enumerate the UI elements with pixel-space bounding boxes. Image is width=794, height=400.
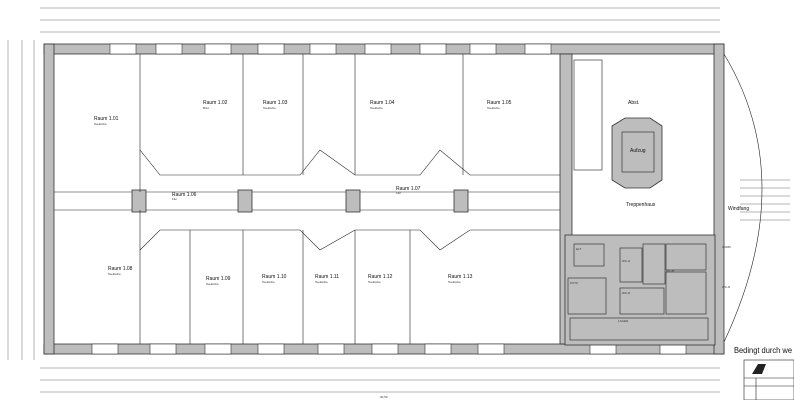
room-use: Teeküche — [315, 280, 328, 284]
window — [317, 343, 345, 355]
room-label: ELT — [576, 247, 581, 251]
window — [477, 343, 505, 355]
room-use: Teeküche — [448, 280, 461, 284]
corridor-label: Raum 1.07 — [396, 186, 421, 192]
room-label: Raum 1.04 — [370, 100, 395, 106]
room-label: WC-D — [722, 285, 731, 289]
window — [204, 43, 232, 55]
room-use: Teeküche — [487, 106, 500, 110]
room-use: Teeküche — [368, 280, 381, 284]
dimension-lines-bottom — [40, 367, 720, 393]
window — [371, 343, 399, 355]
room-label: LAGER — [618, 319, 629, 323]
room-label: Raum 1.13 — [448, 274, 473, 280]
window — [364, 43, 392, 55]
dimension-lines-left — [7, 40, 35, 360]
shaft-label: Abst. — [628, 100, 639, 106]
room-label: Raum 1.02 — [203, 100, 228, 106]
window — [91, 343, 119, 355]
logo — [752, 364, 766, 374]
vestibule-label: Windfang — [728, 206, 749, 212]
room-label: Raum 1.12 — [368, 274, 393, 280]
corridor — [54, 149, 560, 251]
stair-label: Treppenhaus — [626, 202, 656, 208]
room-label: Raum 1.05 — [487, 100, 512, 106]
room-label: WC-H — [622, 259, 630, 263]
room-label: VORR. — [722, 245, 732, 249]
window — [257, 343, 285, 355]
window — [419, 43, 447, 55]
room-use: Flur — [396, 191, 401, 195]
room-label: WC-B — [666, 269, 674, 273]
room-use: Büro — [203, 106, 210, 110]
window — [659, 343, 687, 355]
room-use: Teeküche — [94, 122, 107, 126]
room-use: Teeküche — [206, 282, 219, 286]
window — [155, 43, 183, 55]
window — [257, 43, 285, 55]
window — [524, 43, 552, 55]
room-label: Raum 1.11 — [315, 274, 339, 280]
elevator-label: Aufzug — [630, 148, 646, 154]
title-block — [743, 359, 794, 400]
note-text: Bedingt durch we — [734, 346, 793, 355]
stairs — [740, 179, 790, 221]
room-use: Teeküche — [370, 106, 383, 110]
window — [589, 343, 617, 355]
window — [309, 43, 337, 55]
partitions — [139, 54, 464, 344]
overall-dimension: 30,50 — [380, 395, 388, 399]
window — [109, 43, 137, 55]
room-use: Flur — [172, 197, 177, 201]
room-label: Raum 1.09 — [206, 276, 231, 282]
room-label: Raum 1.08 — [108, 266, 133, 272]
room-use: Teeküche — [263, 106, 276, 110]
corridor-label: Raum 1.06 — [172, 192, 197, 198]
room-labels: Raum 1.01 Raum 1.02 Raum 1.03 Raum 1.04 … — [94, 100, 793, 399]
window — [204, 343, 232, 355]
service-core — [564, 53, 790, 346]
window — [424, 343, 452, 355]
room-use: Teeküche — [262, 280, 275, 284]
room-label: Raum 1.10 — [262, 274, 287, 280]
dimension-lines-top — [40, 7, 720, 33]
room-use: Teeküche — [108, 272, 121, 276]
window — [149, 343, 177, 355]
room-label: PUTZ — [570, 281, 578, 285]
windows — [91, 43, 687, 355]
room-label: Raum 1.01 — [94, 116, 119, 122]
window — [469, 43, 497, 55]
room-label: Raum 1.03 — [263, 100, 288, 106]
room-label: WC-D — [622, 291, 631, 295]
